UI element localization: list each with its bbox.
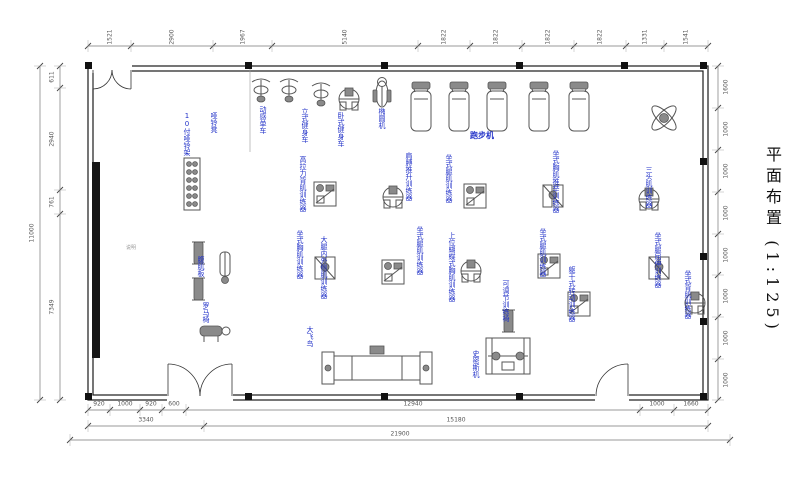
dimension-text: 600 [168,400,180,408]
equipment-label: 高拉力背肌训练器 [299,156,307,212]
equipment-label: 坐式腿肌训练器 [539,228,547,277]
equipment-label: 大腿内外侧肌训练器 [320,236,328,299]
dimension-text: 5140 [341,29,349,45]
dimension-text: 11000 [28,223,36,243]
equipment-label: 大飞鸟 [306,326,314,347]
dimension-text: 1000 [117,400,133,408]
treadmill-icon [448,81,470,132]
equipment-label: 椭圆机 [378,108,386,129]
strength-machine-icon [648,256,670,280]
equipment-label: 立式健身车 [301,108,309,143]
dimension-lines [39,45,730,441]
dumbbell-rack-icon [183,157,201,211]
dimension-text: 1331 [641,29,649,45]
outer-walls [87,65,709,401]
strength-machine-icon [638,187,660,211]
treadmill-icon [486,81,508,132]
dimension-text: 1000 [722,121,730,137]
treadmill-icon [568,81,590,132]
strength-machine-icon [338,87,360,111]
dimension-text: 1600 [722,79,730,95]
equipment-label: 罗马椅 [202,302,210,323]
strength-machine-icon [567,291,591,317]
dimension-text: 1000 [722,163,730,179]
equipment-label: 可调节训练椅 [502,280,510,322]
equipment-label: 哑铃凳 [210,112,218,133]
equipment-label: 躯干式转动训练器 [568,266,576,322]
equipment-label: 坐式腿肌训练器 [445,154,453,203]
treadmill-icon [410,81,432,132]
dimension-text: 21900 [390,430,410,438]
exercise-bike-icon [279,78,299,103]
dimension-text: 1521 [106,29,113,45]
wall-columns [85,62,707,400]
dimension-text: 1000 [649,400,665,408]
dimension-text: 1822 [596,29,604,45]
dimension-text: 1000 [722,371,730,388]
strength-machine-icon [684,291,706,315]
elliptical-icon [372,77,392,108]
strength-machine-icon [537,253,561,279]
roman-chair-icon [199,325,231,342]
dimension-text: 12940 [403,400,423,408]
doors [92,64,629,403]
equipment-label: 坐式腿肌训练器 [416,226,424,275]
dimension-text: 1000 [722,288,730,304]
strength-machine-icon [460,259,482,283]
equipment-label: 跑步机 [470,131,494,140]
strength-machine-icon [314,256,336,280]
dimension-text: 1000 [722,246,730,263]
interior-wall [92,162,100,358]
smith-machine-icon [485,337,531,375]
bench-icon [192,241,205,265]
dimension-text: 7349 [48,299,56,315]
bench-icon [192,277,205,301]
strength-machine-icon [313,181,337,207]
equipment-label: 坐式腿屈伸训练器 [654,232,662,288]
fan-table-icon [651,105,677,131]
dimension-text: 761 [48,196,56,208]
dimension-text: 920 [145,400,157,408]
strength-machine-icon [463,183,487,209]
dimension-text: 2940 [48,131,56,147]
equipment-label: 坐式胸肌推举训练器 [552,150,560,213]
dimension-text: 15180 [446,416,466,424]
exercise-bike-icon [251,78,271,103]
strength-machine-icon [382,185,404,209]
dimension-text: 1822 [544,29,552,45]
bench-icon [502,309,515,333]
dimension-text: 1822 [492,29,500,45]
drawing-title: 平面布置 (1:125) [763,145,782,334]
dimension-text: 1000 [722,330,730,346]
notes-text: 说明 [126,245,137,251]
exercise-bike-icon [311,82,331,107]
dimension-text: 2900 [168,29,176,45]
dimension-text: 1541 [682,29,690,45]
dimension-text: 920 [93,400,105,408]
equipment-label: 三头肌训练器 [645,166,653,208]
strength-machine-icon [542,184,564,208]
equipment-label: 坐式胸肌训练器 [296,230,304,279]
treadmill-icon [528,81,550,132]
strength-machine-icon [381,259,405,285]
dimension-text: 1000 [722,205,730,221]
equipment-label: 动感单车 [259,106,267,134]
dimension-text: 611 [48,71,56,83]
dimension-text: 1660 [683,400,699,408]
dimension-ticks [34,40,734,446]
dimension-text: 1967 [239,29,246,45]
equipment-label: 史密斯机 [472,350,480,378]
equipment-label: 10付哑铃架 [183,112,191,156]
dimension-text: 1822 [440,29,448,45]
dimension-text: 3340 [138,416,154,424]
cable-crossover-icon [321,345,433,385]
equipment-label: 腹肌板 [197,256,205,277]
equipment-label: 坐式背肌训练器 [684,270,692,319]
equipment-icons [183,77,706,385]
equipment-label: 上位蝴蝶式胸肌训练器 [448,232,456,302]
ab-board-icon [219,251,231,284]
equipment-label: 肩膊推升训练器 [405,152,413,201]
equipment-label: 卧式健身车 [337,112,345,147]
